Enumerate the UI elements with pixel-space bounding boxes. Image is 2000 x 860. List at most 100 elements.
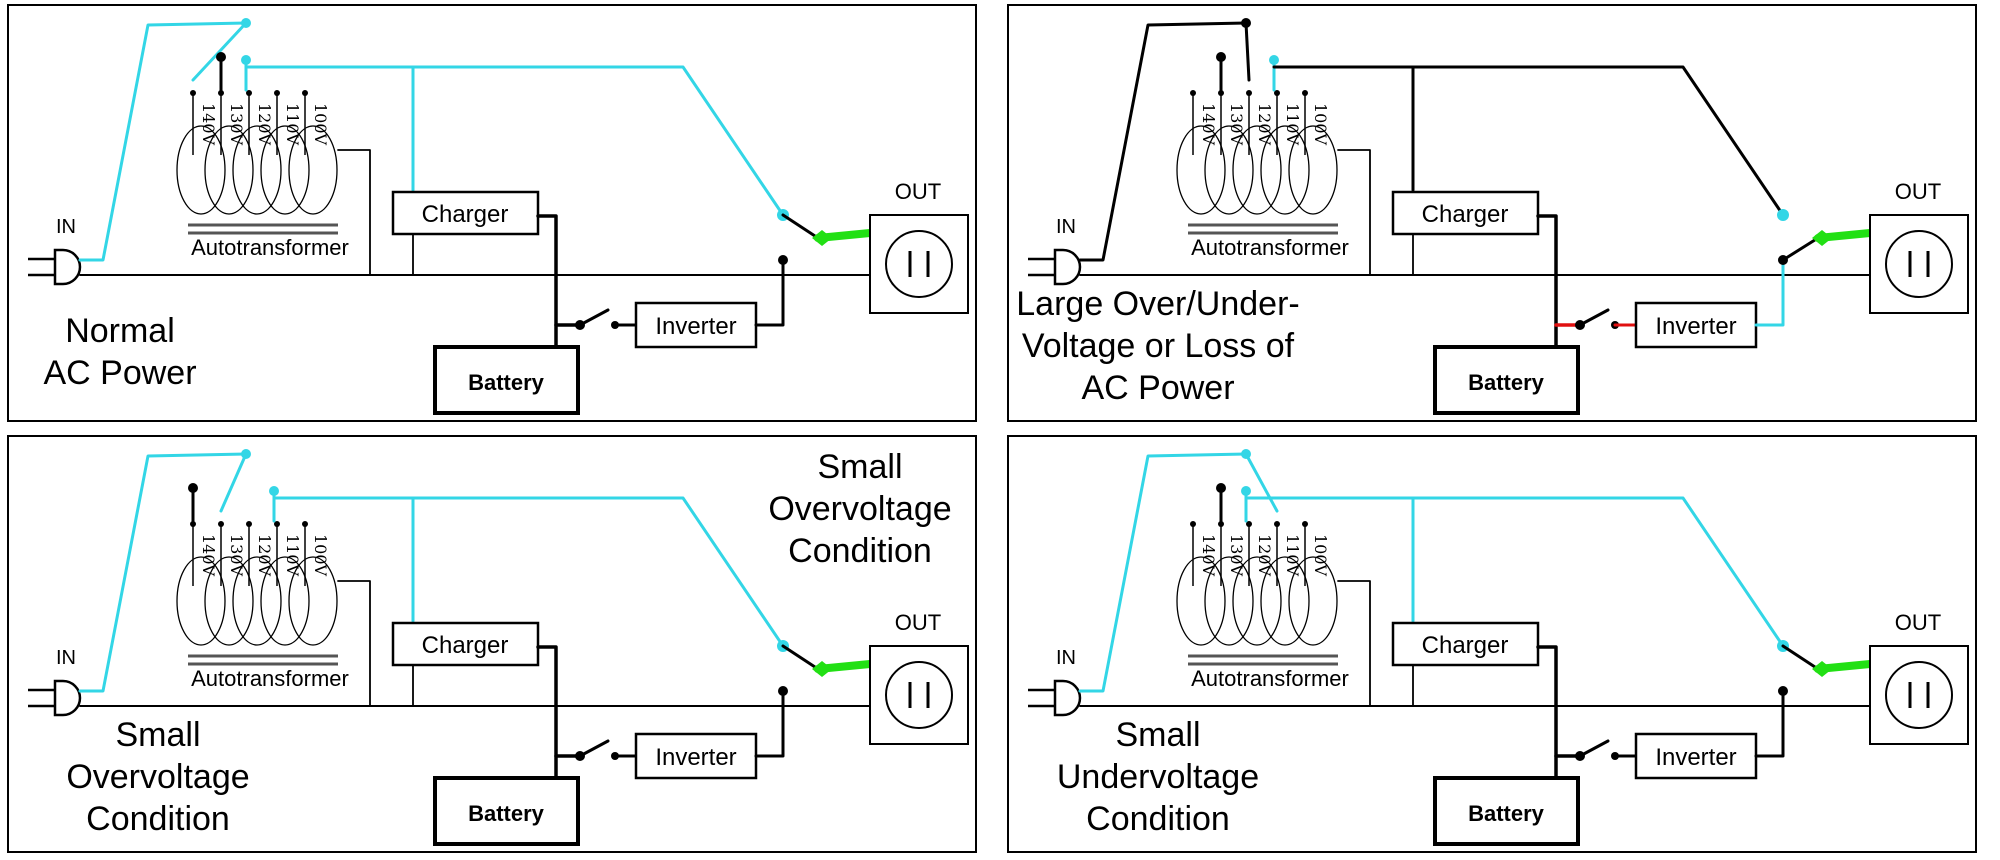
panels: IN 140V 130V 120V 110V 100V Autotransformer Cha… [7,4,1977,853]
tap-selector-node [188,483,198,493]
coil-loop [288,125,338,215]
outlet-icon [1885,661,1953,729]
caption-line: Large Over/Under- [1016,285,1299,323]
coil-loop [1204,125,1254,215]
transfer-switch-arm [1781,644,1820,671]
tap-label-120V: 120V [1255,103,1274,146]
tap-label-140V: 140V [199,103,218,146]
panel-frame [1007,435,1977,853]
tap-dot [190,90,196,96]
tap-dot [1190,90,1196,96]
coil-loop [176,125,226,215]
tap-dot [1246,90,1252,96]
panel-frame [7,435,977,853]
charger-box [391,190,540,236]
in-label: IN [1056,216,1076,238]
out-label: OUT [895,610,941,635]
tap-label-130V: 130V [227,534,246,577]
tap-label-120V: 120V [1255,534,1274,577]
main-bus-line [244,65,785,217]
autotransformer-label: Autotransformer [1191,666,1349,691]
side-caption-line: Overvoltage [768,490,951,528]
out-label: OUT [895,179,941,204]
tap-dot [1218,521,1224,527]
caption-line: Voltage or Loss of [1022,327,1295,365]
tap-label-100V: 100V [311,534,330,577]
tap-label-120V: 120V [255,534,274,577]
tap-dot [246,90,252,96]
inverter-label: Inverter [1655,313,1736,340]
outlet-icon [885,661,953,729]
coil-loop [1204,556,1254,646]
coil-loop [232,125,282,215]
tap-dot [1246,521,1252,527]
inverter-box [634,732,758,780]
tap-selector-node [216,52,226,62]
coil-return-line [1337,580,1371,707]
charger-battery-line [536,214,558,349]
charger-battery-line [1536,214,1558,349]
inverter-switch-node [778,255,788,265]
coil-loop [1288,125,1338,215]
input-line [1078,452,1248,693]
tap-selector-node [1216,483,1226,493]
input-line [1078,21,1248,262]
tap-label-120V: 120V [255,103,274,146]
transfer-switch-arm [781,644,820,671]
tap-dot [1302,90,1308,96]
tap-label-100V: 100V [1311,534,1330,577]
tap-label-100V: 100V [311,103,330,146]
output-junction [1812,661,1832,677]
plug-icon [53,248,82,286]
tap-selector-arm [1244,452,1279,513]
charger-battery-line [1536,645,1558,780]
coil-loop [1260,556,1310,646]
tap-label-110V: 110V [1283,103,1302,146]
plug-icon [1053,248,1082,286]
inverter-output-line [1754,691,1785,758]
inverter-output-line [754,260,785,327]
inverter-label: Inverter [655,744,736,771]
tap-dot [1302,521,1308,527]
coil-loop [1260,125,1310,215]
tap-dot [218,90,224,96]
autotransformer-label: Autotransformer [191,666,349,691]
charger-battery-line [536,645,558,780]
tap-label-130V: 130V [1227,103,1246,146]
tap-label-110V: 110V [283,534,302,577]
charger-box [1391,190,1540,236]
battery-label: Battery [1468,370,1545,395]
coil-return-line [337,149,371,276]
tap-selector-arm [1244,21,1251,82]
input-line [78,452,248,693]
transfer-switch-arm [781,213,820,240]
tap-dot [274,90,280,96]
caption-line: Condition [1086,800,1230,838]
tap-dot [302,521,308,527]
transfer-switch-arm [1781,236,1820,262]
coil-loop [204,556,254,646]
coil-loop [1232,556,1282,646]
main-bus-line [272,496,785,648]
tap-label-130V: 130V [1227,534,1246,577]
tap-dot [1274,521,1280,527]
main-bus-line [1244,496,1785,648]
inverter-switch-arm [1578,308,1610,327]
coil-loop [204,125,254,215]
out-label: OUT [1895,610,1941,635]
in-label: IN [56,647,76,669]
tap-dot [190,521,196,527]
charger-label: Charger [1422,632,1509,659]
inverter-switch-node [778,686,788,696]
inverter-switch-node [1778,686,1788,696]
inverter-switch-arm [1578,739,1610,758]
caption-line: Small [1115,716,1200,754]
tap-label-110V: 110V [283,103,302,146]
battery-label: Battery [468,370,545,395]
